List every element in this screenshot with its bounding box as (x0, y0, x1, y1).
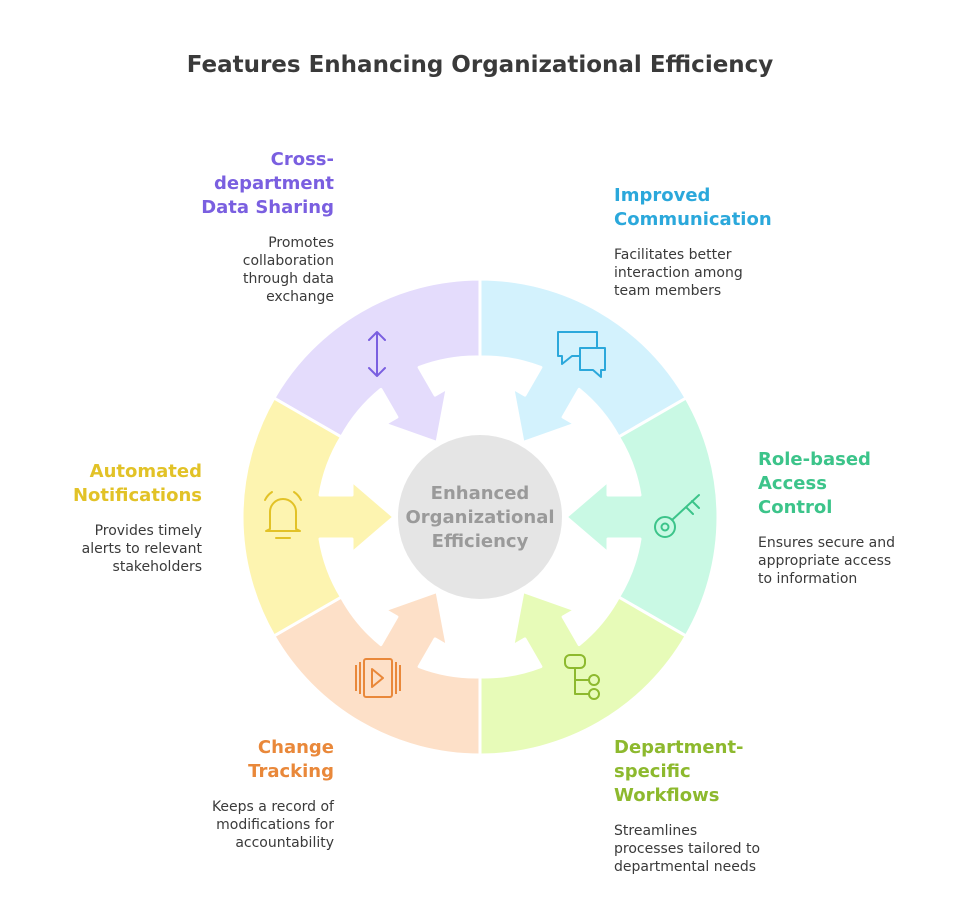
key-icon (654, 494, 700, 538)
chat-bubbles-icon (557, 331, 606, 378)
segment-description: Ensures secure and appropriate access to… (758, 535, 896, 587)
segment-change-tracking: Change Tracking Keeps a record of modifi… (94, 736, 334, 852)
segment-role-based-access-control: Role-based Access Control Ensures secure… (758, 448, 948, 588)
segment-cross-department-data-sharing: Cross- department Data Sharing Promotes … (94, 148, 334, 306)
segment-description: Promotes collaboration through data exch… (242, 235, 334, 305)
segment-heading: Improved Communication (614, 185, 772, 230)
segment-heading: Cross- department Data Sharing (201, 149, 334, 218)
segment-heading: Change Tracking (248, 737, 334, 782)
workflow-icon (564, 654, 600, 700)
segment-description: Keeps a record of modifications for acco… (211, 799, 334, 851)
segment-heading: Automated Notifications (72, 461, 202, 506)
diagram-title: Features Enhancing Organizational Effici… (186, 52, 774, 78)
segment-description: Provides timely alerts to relevant stake… (81, 523, 202, 575)
segment-heading: Department- specific Workflows (614, 737, 744, 806)
segment-shape-role-based (564, 396, 720, 638)
segment-heading: Role-based Access Control (758, 449, 871, 518)
bell-icon (264, 491, 302, 539)
segment-automated-notifications: Automated Notifications Provides timely … (12, 460, 202, 576)
segment-description: Streamlines processes tailored to depart… (614, 823, 761, 875)
video-clip-icon (355, 658, 401, 698)
center-circle (398, 435, 562, 599)
segment-description: Facilitates better interaction among tea… (614, 247, 743, 299)
segment-improved-communication: Improved Communication Facilitates bette… (614, 184, 864, 300)
arrows-up-down-icon (368, 331, 386, 377)
segment-shape-notifications (240, 396, 396, 638)
segment-department-specific-workflows: Department- specific Workflows Streamlin… (614, 736, 864, 876)
